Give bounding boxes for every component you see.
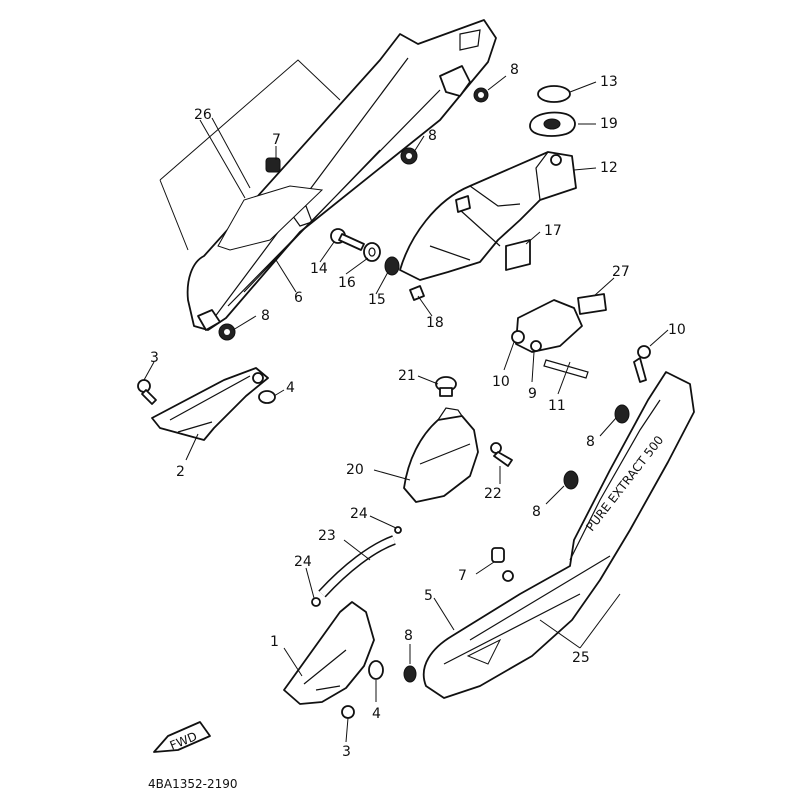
nut-8-upper: [473, 87, 489, 103]
nut-8-lower: [218, 323, 236, 341]
label-27: 27: [612, 264, 630, 280]
label-13: 13: [600, 74, 618, 90]
grommet-19: [529, 111, 576, 137]
label-1: 1: [270, 634, 279, 650]
bolt-14: [330, 228, 365, 251]
bolt-3-upper: [137, 379, 157, 405]
label-4-upper: 4: [286, 380, 295, 396]
part-1-bracket: [283, 601, 375, 705]
label-18: 18: [426, 315, 444, 331]
nut-8-cover-low: [403, 665, 417, 683]
bolt-3-lower: [341, 705, 355, 719]
washer-9: [530, 340, 542, 352]
label-8-c: 8: [261, 308, 270, 324]
part-27-label: [577, 293, 607, 315]
label-6: 6: [294, 290, 303, 306]
bolt-10-a: [511, 330, 525, 344]
label-21: 21: [398, 368, 416, 384]
label-22: 22: [484, 486, 502, 502]
bolt-22: [490, 442, 513, 467]
nut-8-cover-top: [614, 404, 630, 424]
bolt-7-lower: [491, 547, 514, 582]
label-10-right: 10: [668, 322, 686, 338]
cap-21: [435, 376, 457, 397]
label-7-lower: 7: [458, 568, 467, 584]
part-20-tank: [403, 407, 479, 503]
hose-23: [318, 535, 396, 598]
leader-lines: [143, 75, 669, 743]
label-8-e: 8: [532, 504, 541, 520]
diagram-code: 4BA1352-2190: [148, 777, 237, 791]
label-3-upper: 3: [150, 350, 159, 366]
nut-4-lower: [368, 660, 384, 680]
label-24-lower: 24: [294, 554, 312, 570]
label-8-a: 8: [510, 62, 519, 78]
label-8-b: 8: [428, 128, 437, 144]
part-17-label: [505, 239, 531, 271]
nut-8-cover-mid: [563, 470, 579, 490]
part-26-decal: [159, 59, 341, 251]
part-6-side-rail: [186, 19, 497, 331]
part-2-bracket: [151, 367, 269, 441]
label-12: 12: [600, 160, 618, 176]
label-16: 16: [338, 275, 356, 291]
bolt-7-upper: [265, 157, 281, 173]
label-25: 25: [572, 650, 590, 666]
label-9: 9: [528, 386, 537, 402]
label-23: 23: [318, 528, 336, 544]
part-11-cover: [515, 299, 589, 379]
label-20: 20: [346, 462, 364, 478]
label-2: 2: [176, 464, 185, 480]
bolt-10-b: [633, 345, 651, 383]
label-17: 17: [544, 223, 562, 239]
cap-13: [537, 85, 571, 103]
nut-15: [384, 256, 400, 276]
label-8-d: 8: [586, 434, 595, 450]
label-3-lower: 3: [342, 744, 351, 760]
label-14: 14: [310, 261, 328, 277]
label-4-lower: 4: [372, 706, 381, 722]
nut-4-upper: [258, 390, 276, 404]
collar-16: [363, 242, 381, 262]
callout-labels: 26 7 8 8 8 6 13 19 12 17 14 16 15 18 27 …: [150, 62, 686, 760]
label-5: 5: [424, 588, 433, 604]
nut-8-mid: [400, 147, 418, 165]
part-12-duct: [399, 151, 577, 281]
label-15: 15: [368, 292, 386, 308]
clip-24-lower: [311, 597, 321, 607]
part-5-side-cover: [422, 371, 695, 699]
clip-18: [409, 285, 425, 301]
label-19: 19: [600, 116, 618, 132]
label-7-upper: 7: [272, 132, 281, 148]
label-26: 26: [194, 107, 212, 123]
fwd-label: FWD: [168, 729, 199, 752]
label-11: 11: [548, 398, 566, 414]
fwd-arrow-icon: FWD: [153, 721, 211, 753]
label-24-upper: 24: [350, 506, 368, 522]
clip-24-upper: [394, 526, 402, 534]
label-10-left: 10: [492, 374, 510, 390]
label-8-f: 8: [404, 628, 413, 644]
